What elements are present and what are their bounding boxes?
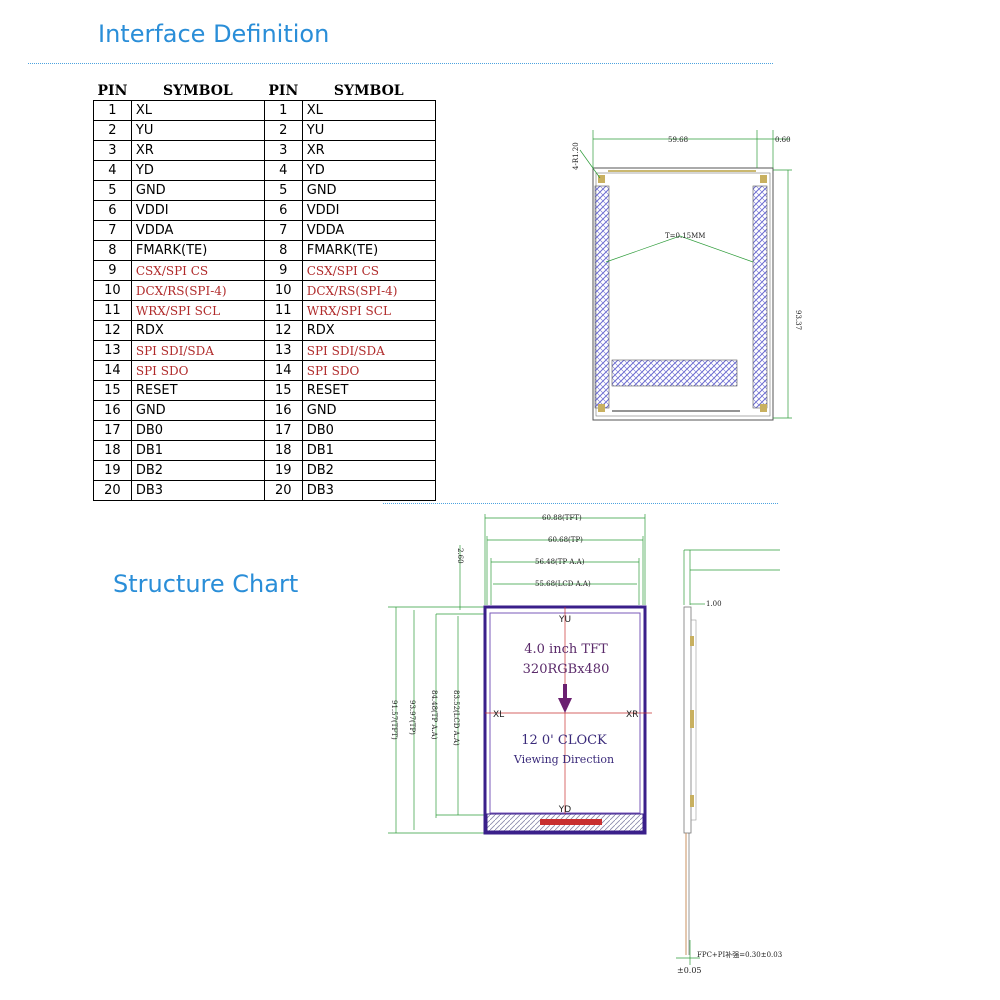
pin-col-header-left: PIN <box>97 83 128 99</box>
dim-top-offset: 2.60 <box>456 548 464 564</box>
pin-symbol-left: DB2 <box>130 460 265 481</box>
pin-symbol-left: VDDA <box>130 220 265 241</box>
heading-divider <box>28 63 773 64</box>
clock-label: 12 0' CLOCK <box>521 733 607 748</box>
structure-divider <box>383 503 778 504</box>
dim-tp-height: 93.97(TP) <box>408 700 416 735</box>
pin-symbol-left: DCX/RS(SPI-4) <box>130 280 265 301</box>
pin-symbol-left: VDDI <box>130 200 265 221</box>
pin-symbol-right: YU <box>301 120 436 141</box>
pin-symbol-left: DB3 <box>130 480 265 501</box>
panel-title-line1: 4.0 inch TFT <box>524 642 608 657</box>
fpc-thickness-dim: FPC+PI补强=0.30±0.03 <box>697 950 782 959</box>
side-view-drawing: 1.00 FPC+PI补强=0.30±0.03 ±0.05 <box>676 549 782 975</box>
label-yd: YD <box>558 805 571 815</box>
dim-tp-aa-width: 56.48(TP A.A) <box>535 558 585 566</box>
pin-symbol-right: FMARK(TE) <box>301 240 436 261</box>
pin-number-right: 20 <box>263 480 303 501</box>
pin-symbol-left: GND <box>130 400 265 421</box>
pin-number-right: 10 <box>263 280 303 301</box>
label-xr: XR <box>626 710 638 720</box>
symbol-col-header-right: SYMBOL <box>333 83 404 99</box>
pin-symbol-left: FMARK(TE) <box>130 240 265 261</box>
pin-symbol-left: RESET <box>130 380 265 401</box>
back-edge-dim: 0.60 <box>775 136 791 144</box>
back-thickness-dim: T=0.15MM <box>665 232 705 240</box>
pin-number-right: 15 <box>263 380 303 401</box>
pin-number-left: 13 <box>93 340 132 361</box>
pin-number-left: 20 <box>93 480 132 501</box>
dim-tp-aa-height: 84.48(TP A.A) <box>430 690 438 740</box>
label-xl: XL <box>493 710 504 720</box>
pin-symbol-left: YD <box>130 160 265 181</box>
back-view-drawing: 59.68 0.60 4-R1.20 93.37 T=0.15MM <box>572 130 802 421</box>
tolerance-dim: ±0.05 <box>677 966 702 975</box>
back-corner-dim: 4-R1.20 <box>572 142 580 170</box>
pin-symbol-right: DB3 <box>301 480 436 501</box>
structure-chart-heading: Structure Chart <box>113 570 299 598</box>
pin-symbol-left: DB1 <box>130 440 265 461</box>
pin-number-right: 11 <box>263 300 303 321</box>
dim-tp-width: 60.68(TP) <box>548 536 583 544</box>
pin-symbol-right: SPI SDI/SDA <box>301 340 436 361</box>
interface-definition-heading: Interface Definition <box>98 20 330 48</box>
pin-table-header: PIN SYMBOL PIN SYMBOL <box>94 82 436 101</box>
pin-number-right: 16 <box>263 400 303 421</box>
side-thickness-dim: 1.00 <box>706 600 722 608</box>
dim-tft-width: 60.88(TFT) <box>542 514 582 522</box>
pin-number-right: 14 <box>263 360 303 381</box>
pin-col-header-right: PIN <box>268 83 299 99</box>
viewing-direction-label: Viewing Direction <box>513 753 614 766</box>
pin-symbol-right: DB2 <box>301 460 436 481</box>
pin-symbol-left: XL <box>130 100 265 121</box>
panel-title-line2: 320RGBx480 <box>523 662 610 677</box>
pin-symbol-right: CSX/SPI CS <box>301 260 436 281</box>
back-width-dim: 59.68 <box>668 136 688 144</box>
pin-number-left: 16 <box>93 400 132 421</box>
dim-tft-height: 91.57(TFT) <box>390 700 398 740</box>
dim-lcd-aa-height: 83.52(LCD A.A) <box>452 690 460 746</box>
front-view-drawing: 60.88(TFT) 60.68(TP) 56.48(TP A.A) 55.68… <box>388 514 652 835</box>
pin-symbol-left: WRX/SPI SCL <box>130 300 265 321</box>
symbol-col-header-left: SYMBOL <box>163 83 233 99</box>
back-height-dim: 93.37 <box>794 310 802 330</box>
pin-symbol-right: XL <box>301 100 436 121</box>
dim-lcd-aa-width: 55.68(LCD A.A) <box>535 580 591 588</box>
pin-number-left: 17 <box>93 420 132 441</box>
label-yu: YU <box>558 615 571 625</box>
